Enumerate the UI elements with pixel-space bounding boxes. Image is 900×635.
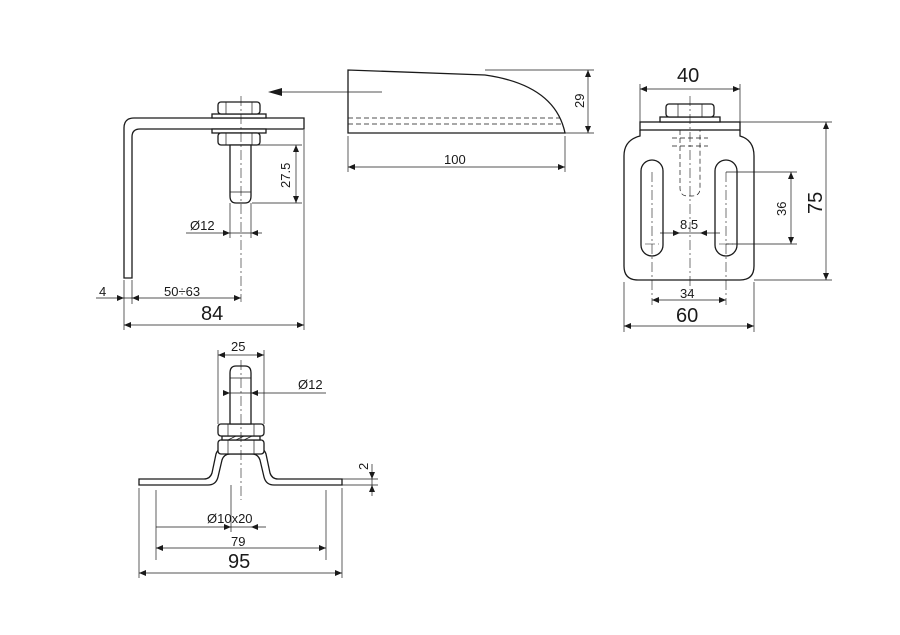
dim-overall-95: 95	[228, 551, 250, 573]
bottom-view: 25 Ø12 2 Ø10x20 79 95	[138, 339, 378, 578]
dim-thickness-2: 2	[356, 463, 371, 470]
side-stud	[229, 144, 252, 204]
dim-inner-79: 79	[231, 534, 245, 549]
side-nut-lower	[217, 132, 261, 146]
dim-width-84: 84	[201, 303, 223, 325]
front-slot-right	[714, 159, 738, 257]
dim-slot-width-8-5: 8.5	[680, 217, 698, 232]
dim-slot-spacing-36: 36	[774, 202, 789, 216]
top-view: 29 100	[268, 69, 594, 172]
side-view: 27.5 Ø12 4 50÷63 84	[96, 96, 305, 330]
dim-hole: Ø10x20	[207, 511, 253, 526]
dim-stud-length: 27.5	[278, 163, 293, 188]
dim-height-29: 29	[572, 94, 587, 108]
dim-offset: 50÷63	[164, 284, 200, 299]
dim-stud-width-25: 25	[231, 339, 245, 354]
dim-stud-diameter: Ø12	[190, 218, 215, 233]
top-guide-shape	[347, 69, 566, 134]
side-bracket	[123, 117, 305, 279]
dim-height-75: 75	[805, 192, 827, 214]
front-plate	[623, 130, 755, 281]
dim-bottom-stud-diameter: Ø12	[298, 377, 323, 392]
dim-width-60: 60	[676, 305, 698, 327]
front-slot-left	[640, 159, 664, 257]
dim-nut-width-40: 40	[677, 65, 699, 87]
bottom-stud	[229, 365, 252, 425]
dim-thickness-4: 4	[99, 284, 106, 299]
side-nut-upper	[217, 101, 261, 115]
dim-slot-distance-34: 34	[680, 286, 694, 301]
front-view: 40 75 36 8.5 34 60	[623, 65, 832, 332]
dim-length-100: 100	[444, 152, 466, 167]
